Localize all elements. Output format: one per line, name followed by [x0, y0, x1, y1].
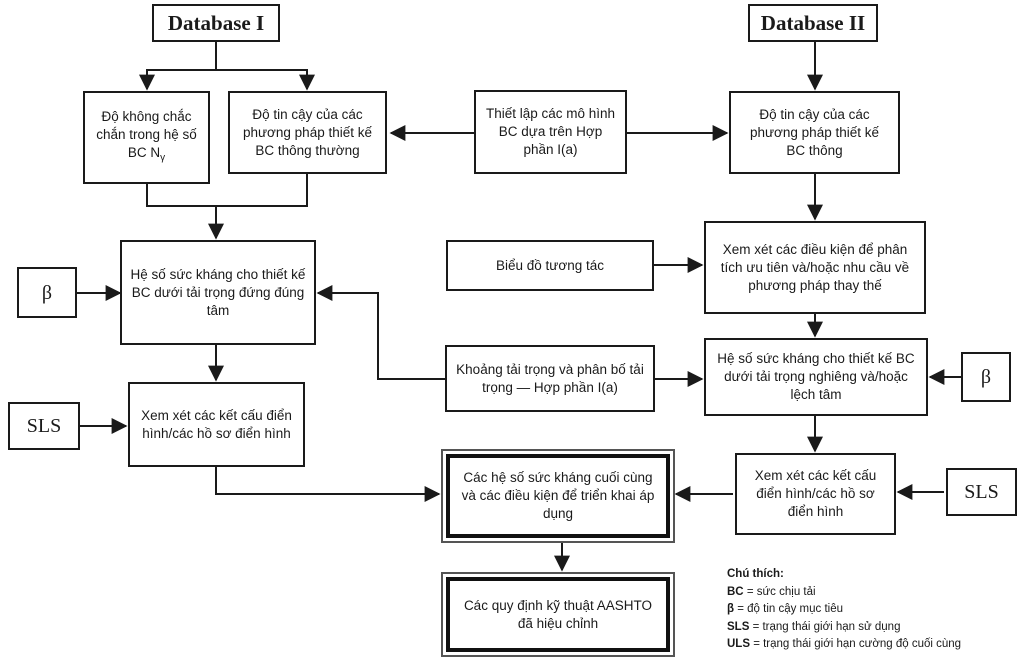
- database-2-label: Database II: [760, 11, 866, 35]
- consider-conditions-text: Xem xét các điều kiện để phân tích ưu ti…: [720, 241, 910, 293]
- interaction-chart-box: Biểu đồ tương tác: [446, 240, 654, 291]
- interaction-chart-text: Biểu đồ tương tác: [496, 257, 604, 273]
- aashto-box: Các quy định kỹ thuật AASHTO đã hiệu chỉ…: [446, 577, 670, 652]
- sls-right-box: SLS: [946, 468, 1017, 516]
- legend-title: Chú thích:: [727, 568, 784, 580]
- reliability-right-text: Độ tin cậy của các phương pháp thiết kế …: [750, 106, 879, 158]
- beta-left-box: β: [17, 267, 77, 318]
- legend-item: β = độ tin cậy mục tiêu: [727, 603, 844, 615]
- typical-right-box: Xem xét các kết cấu điển hình/các hồ sơ …: [735, 453, 896, 535]
- final-factors-box: Các hệ số sức kháng cuối cùng và các điề…: [446, 454, 670, 538]
- typical-left-box: Xem xét các kết cấu điển hình/các hồ sơ …: [128, 382, 305, 467]
- typical-left-text: Xem xét các kết cấu điển hình/các hồ sơ …: [141, 407, 292, 441]
- load-range-text: Khoảng tải trọng và phân bố tải trọng — …: [456, 361, 644, 395]
- resistance-inclined-text: Hệ số sức kháng cho thiết kế BC dưới tải…: [717, 351, 915, 402]
- models-text: Thiết lập các mô hình BC dựa trên Hợp ph…: [485, 106, 616, 157]
- final-factors-text: Các hệ số sức kháng cuối cùng và các điề…: [461, 470, 655, 521]
- sls-left-label: SLS: [26, 415, 62, 437]
- beta-right-label: β: [980, 366, 992, 388]
- consider-conditions-box: Xem xét các điều kiện để phân tích ưu ti…: [704, 221, 926, 314]
- load-range-box: Khoảng tải trọng và phân bố tải trọng — …: [445, 345, 655, 412]
- beta-right-box: β: [961, 352, 1011, 402]
- database-1-label: Database I: [167, 11, 265, 35]
- typical-right-text: Xem xét các kết cấu điển hình/các hồ sơ …: [754, 468, 877, 519]
- reliability-left-text: Độ tin cậy của các phương pháp thiết kế …: [243, 106, 372, 158]
- legend: Chú thích: BC = sức chịu tải β = độ tin …: [727, 566, 961, 654]
- legend-item: BC = sức chịu tải: [727, 585, 816, 598]
- resistance-inclined-box: Hệ số sức kháng cho thiết kế BC dưới tải…: [704, 338, 928, 416]
- reliability-left-box: Độ tin cậy của các phương pháp thiết kế …: [228, 91, 387, 174]
- uncertainty-box: Độ không chắc chắn trong hệ số BC Nγ: [83, 91, 210, 184]
- models-box: Thiết lập các mô hình BC dựa trên Hợp ph…: [474, 90, 627, 174]
- legend-item: ULS = trạng thái giới hạn cường độ cuối …: [727, 638, 962, 650]
- legend-item: SLS = trạng thái giới hạn sử dụng: [727, 620, 901, 633]
- aashto-text: Các quy định kỹ thuật AASHTO đã hiệu chỉ…: [463, 597, 653, 631]
- uncertainty-text: Độ không chắc chắn trong hệ số BC Nγ: [96, 108, 197, 164]
- uncertainty-subscript: γ: [160, 152, 166, 164]
- database-1-box: Database I: [152, 4, 280, 42]
- sls-right-label: SLS: [964, 481, 999, 503]
- resistance-vertical-text: Hệ số sức kháng cho thiết kế BC dưới tải…: [130, 266, 306, 318]
- sls-left-box: SLS: [8, 402, 80, 450]
- reliability-right-box: Độ tin cậy của các phương pháp thiết kế …: [729, 91, 900, 174]
- resistance-vertical-box: Hệ số sức kháng cho thiết kế BC dưới tải…: [120, 240, 316, 345]
- beta-left-label: β: [41, 281, 53, 304]
- database-2-box: Database II: [748, 4, 878, 42]
